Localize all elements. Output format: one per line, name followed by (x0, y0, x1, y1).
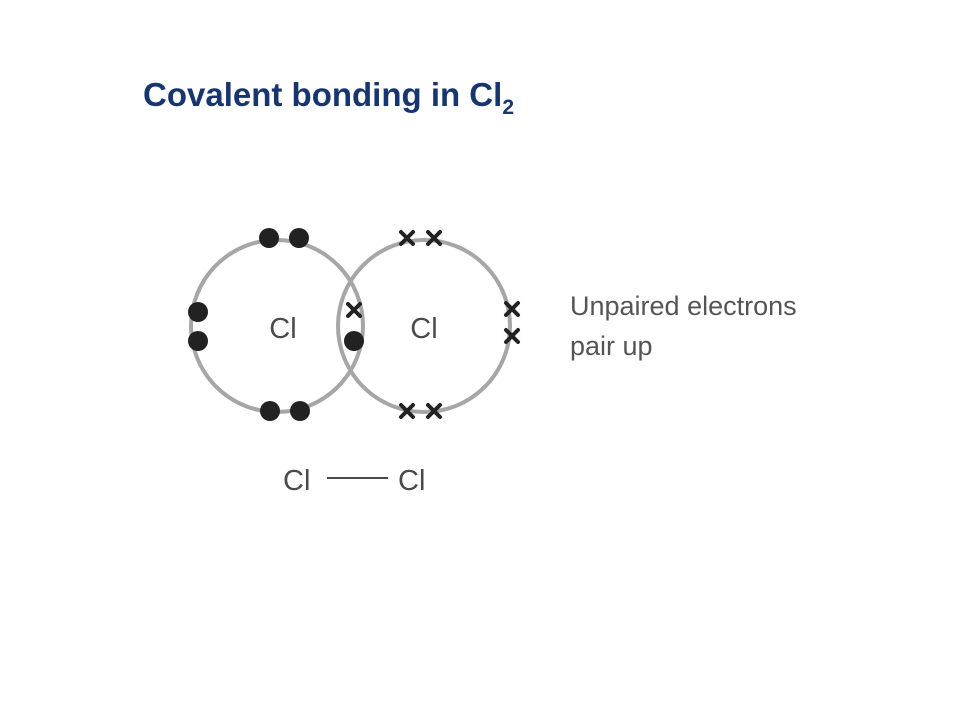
electron-cross (399, 230, 415, 246)
caption-line-2: pair up (570, 331, 653, 361)
electron-cross (426, 403, 442, 419)
electron-dot (259, 228, 279, 248)
caption-line-1: Unpaired electrons (570, 291, 797, 321)
electron-cross (504, 328, 520, 344)
electron-dot (289, 228, 309, 248)
electron-cross (399, 403, 415, 419)
electron-cross (504, 301, 520, 317)
right-atom-shell (336, 238, 512, 414)
title-main: Covalent bonding in Cl (143, 76, 503, 113)
left-atom-label: Cl (269, 313, 296, 345)
electron-cross (426, 230, 442, 246)
formula-right-atom: Cl (398, 465, 425, 497)
electron-dot (188, 331, 208, 351)
electron-dot (290, 401, 310, 421)
formula-left-atom: Cl (283, 465, 310, 497)
right-atom-electrons (346, 230, 520, 419)
title-subscript: 2 (502, 96, 514, 119)
left-atom-electrons (188, 228, 364, 421)
right-atom-label: Cl (410, 313, 437, 345)
slide-title: Covalent bonding in Cl2 (143, 76, 514, 120)
electron-dot (260, 401, 280, 421)
structural-formula: Cl Cl (283, 465, 425, 497)
shared-electron-cross (346, 302, 362, 318)
shared-electron-dot (344, 331, 364, 351)
electron-dot (188, 302, 208, 322)
